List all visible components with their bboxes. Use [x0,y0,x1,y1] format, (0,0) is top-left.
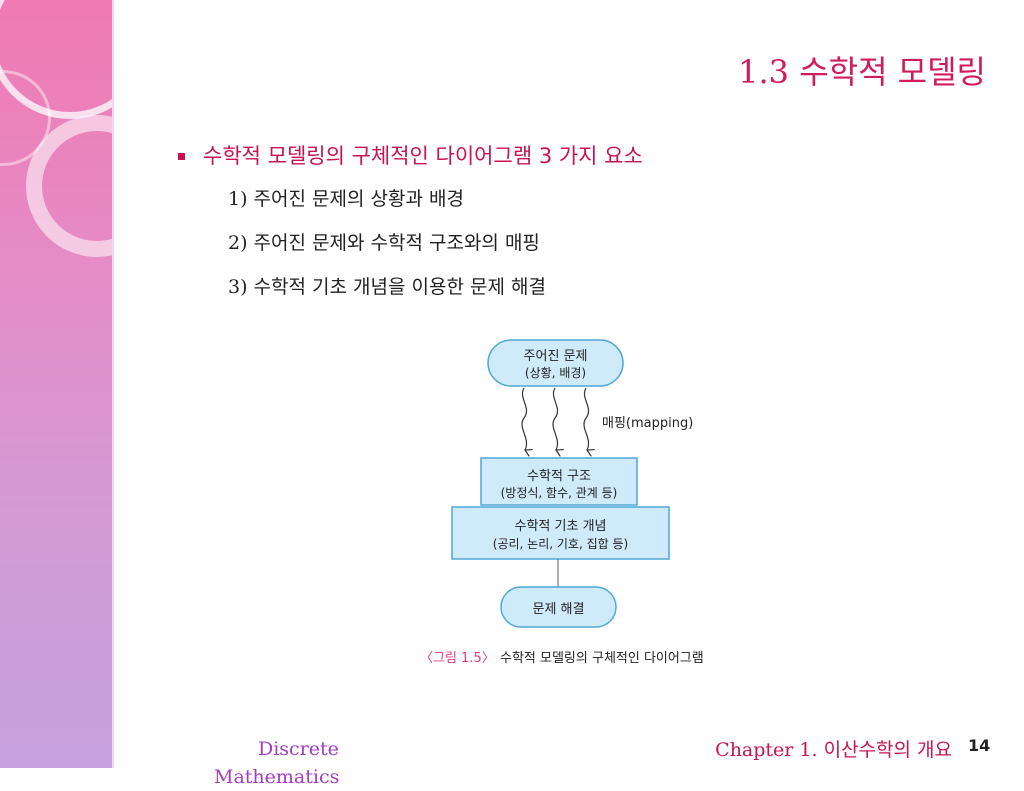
list-item: 2) 주어진 문제와 수학적 구조와의 매핑 [228,232,540,254]
footer-course-line2: Mathematics [214,766,340,788]
structure-subtitle: (방정식, 함수, 관계 등) [500,486,618,500]
figure-caption-number: 〈그림 1.5〉 [420,651,495,666]
mapping-arrow [583,387,589,450]
concepts-title: 수학적 기초 개념 [514,519,607,534]
footer-course: Discrete Mathematics [214,735,339,791]
decorative-sidebar [0,0,112,768]
bullet-heading: 수학적 모델링의 구체적인 다이어그램 3 가지 요소 [178,140,643,170]
mapping-arrow [552,387,558,450]
mapping-arrow [521,387,527,450]
mapping-label: 매핑(mapping) [602,416,694,431]
item-list: 1) 주어진 문제의 상황과 배경 2) 주어진 문제와 수학적 구조와의 매핑… [228,186,546,318]
sidebar-divider [112,0,114,768]
structure-title: 수학적 구조 [527,469,591,484]
decorative-ring [0,0,112,119]
square-bullet-icon [178,152,185,160]
list-item: 3) 수학적 기초 개념을 이용한 문제 해결 [228,276,546,298]
slide-title: 1.3 수학적 모델링 [738,53,986,91]
problem-title: 주어진 문제 [523,349,588,364]
problem-subtitle: (상황, 배경) [524,366,587,380]
solution-label: 문제 해결 [532,602,585,617]
list-item: 1) 주어진 문제의 상황과 배경 [228,188,464,210]
bullet-text: 수학적 모델링의 구체적인 다이어그램 3 가지 요소 [203,144,643,168]
footer-course-line1: Discrete [258,738,339,760]
figure-caption-text: 수학적 모델링의 구체적인 다이어그램 [500,651,704,666]
concepts-subtitle: (공리, 논리, 기호, 집합 등) [492,537,629,551]
page-number: 14 [968,736,991,755]
footer-chapter: Chapter 1. 이산수학의 개요 [715,739,952,761]
